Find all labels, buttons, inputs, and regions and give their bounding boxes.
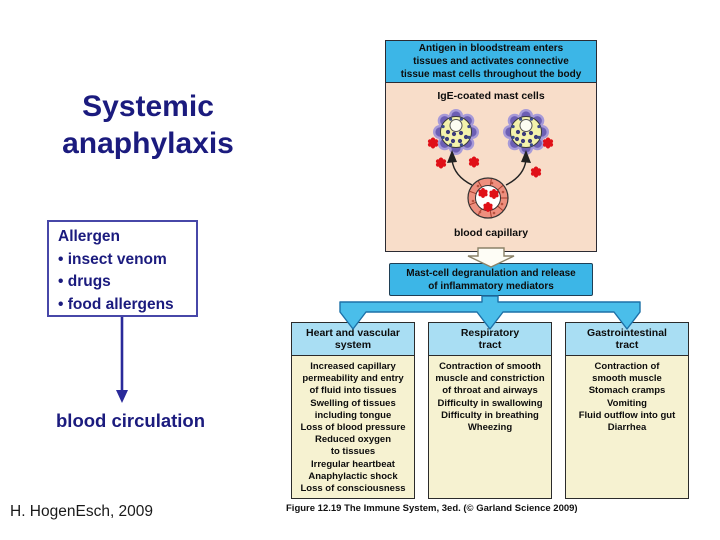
slide-title: Systemic anaphylaxis [62,90,234,160]
respiratory-header: Respiratory tract [429,323,551,356]
ige-mast-cells-label: IgE-coated mast cells [437,90,545,102]
heart-vascular-effects: Increased capillary permeability and ent… [300,361,406,495]
author-credit: H. HogenEsch, 2009 [10,503,154,520]
degranulation-box: Mast-cell degranulation and release of i… [389,263,593,296]
antigen-bloodstream-box: Antigen in bloodstream enters tissues an… [386,41,596,83]
respiratory-effects: Contraction of smooth muscle and constri… [435,361,545,434]
gastrointestinal-box: Gastrointestinal tract Contraction of sm… [565,322,689,499]
blood-capillary-label: blood capillary [453,227,529,239]
respiratory-box: Respiratory tract Contraction of smooth … [428,322,552,499]
blood-circulation-label: blood circulation [56,410,206,431]
gastrointestinal-effects: Contraction of smooth muscle Stomach cra… [578,361,676,434]
heart-vascular-header: Heart and vascular system [292,323,414,356]
allergen-to-blood-arrow [116,317,128,403]
gastrointestinal-header: Gastrointestinal tract [566,323,688,356]
antigen-tissue-panel: Antigen in bloodstream enters tissues an… [385,40,597,252]
heart-vascular-box: Heart and vascular system Increased capi… [291,322,415,499]
figure-caption: Figure 12.19 The Immune System, 3ed. (© … [286,503,578,514]
allergen-list-box: Allergen • insect venom • drugs • food a… [47,220,198,317]
